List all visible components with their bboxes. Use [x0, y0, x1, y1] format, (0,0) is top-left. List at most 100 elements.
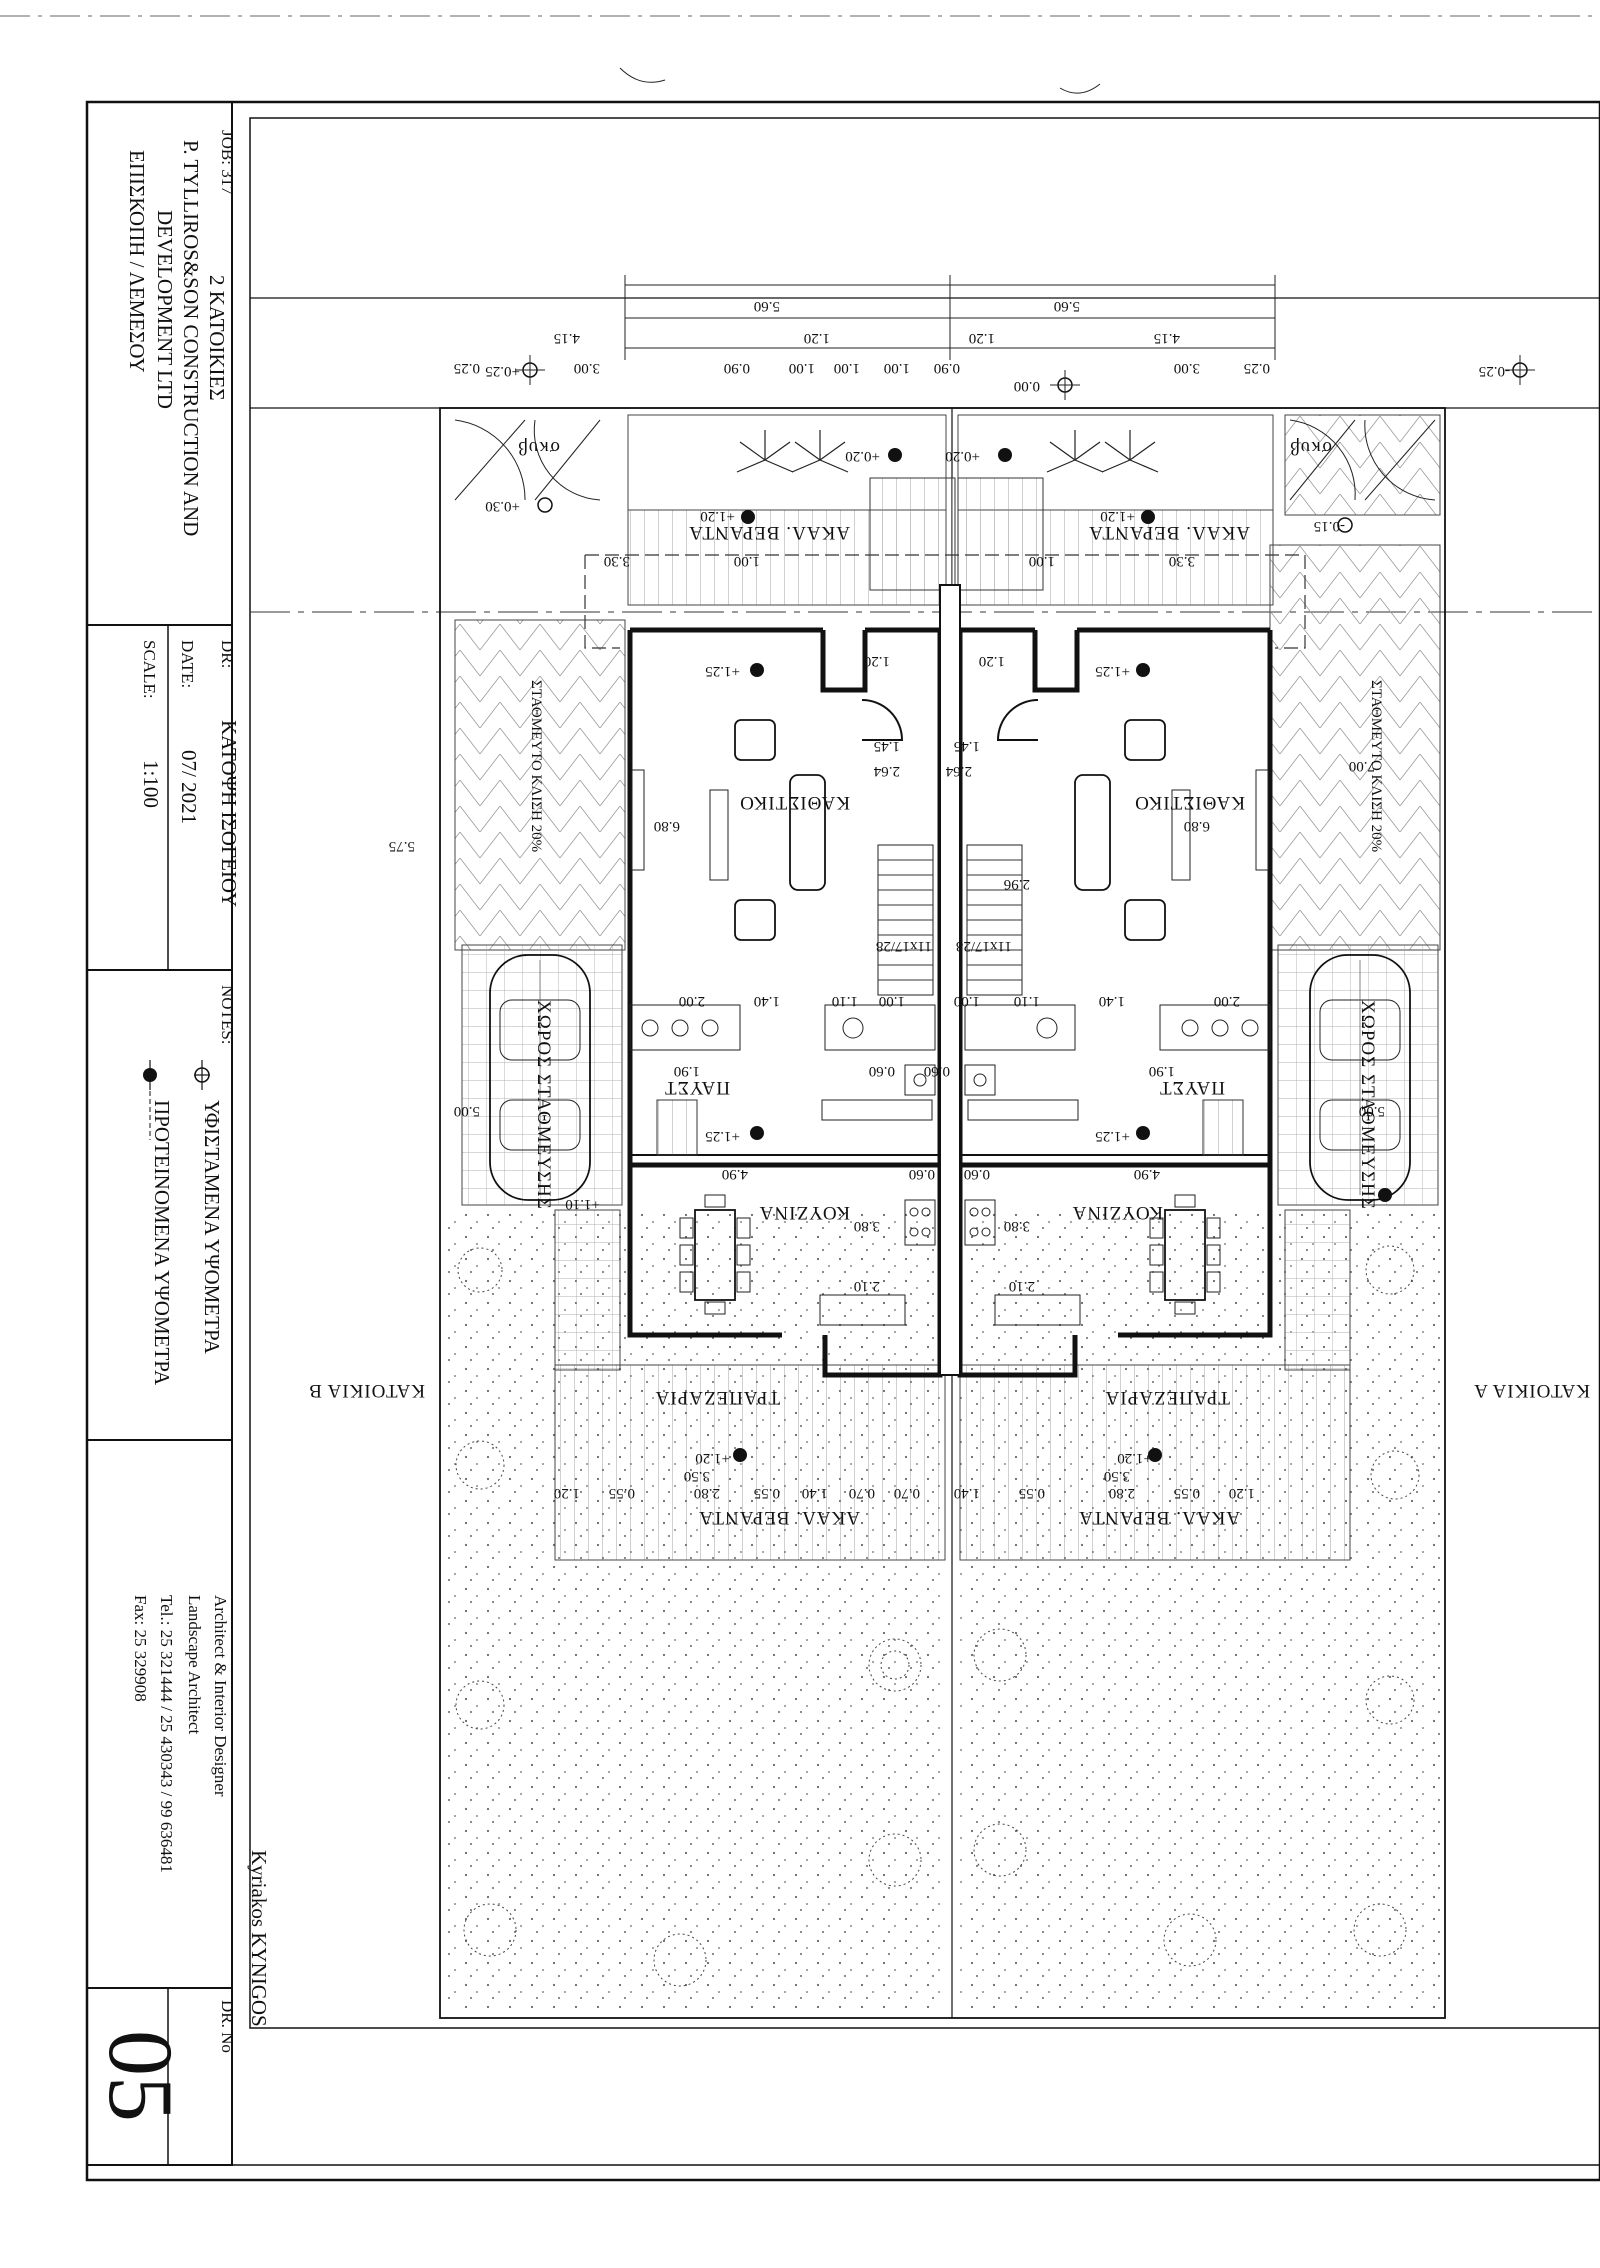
dim-label: 1.00: [1029, 553, 1055, 569]
svg-text:ΧΩΡΟΣ ΣΤΑΘΜΕΥΣΗΣ: ΧΩΡΟΣ ΣΤΑΘΜΕΥΣΗΣ: [533, 1000, 554, 1210]
svg-text:ΣΤΑΘΜΕΥΤΟ ΚΛΙΣΗ 20%: ΣΤΑΘΜΕΥΤΟ ΚΛΙΣΗ 20%: [528, 680, 544, 852]
stair-label: 11x17/28: [956, 938, 1012, 954]
svg-text:ΧΩΡΟΣ ΣΤΑΘΜΕΥΣΗΣ: ΧΩΡΟΣ ΣΤΑΘΜΕΥΣΗΣ: [1357, 1000, 1378, 1210]
dim-label: 4.90: [722, 1166, 748, 1182]
parking-cover-label-b: ΣΤΑΘΜΕΥΤΟ ΚΛΙΣΗ 20%: [1368, 680, 1384, 852]
scale-label: SCALE:: [140, 640, 159, 699]
house-b-label: ΚΑΤΟΙΚΙΑ Β: [308, 1380, 425, 1401]
level-marker-icon: [515, 355, 1535, 1462]
parking-label-a: ΧΩΡΟΣ ΣΤΑΘΜΕΥΣΗΣ: [533, 1000, 554, 1210]
dim-label: 0.60: [964, 1166, 990, 1182]
dim-label: 1.45: [874, 738, 900, 754]
architect-role-2: Landscape Architect: [185, 1595, 204, 1735]
svg-text:ΣΤΑΘΜΕΥΤΟ ΚΛΙΣΗ 20%: ΣΤΑΘΜΕΥΤΟ ΚΛΙΣΗ 20%: [1368, 680, 1384, 852]
dim-label: 1.20: [804, 330, 830, 346]
dim-label: 6.80: [654, 818, 680, 834]
dim-label: 1.00: [884, 360, 910, 376]
dining-label: ΤΡΑΠΕΖΑΡΙΑ: [655, 1387, 780, 1408]
dim-label: 7.00: [1349, 758, 1375, 774]
dim-label: 2.10: [854, 1278, 880, 1294]
dining-label: ΤΡΑΠΕΖΑΡΙΑ: [1105, 1387, 1230, 1408]
dim-label: 0.60: [909, 1166, 935, 1182]
dim-label: 4.15: [554, 330, 580, 346]
wc-label: ΠΑΥΣΤ: [1159, 1077, 1225, 1098]
dim-label: 2.00: [679, 993, 705, 1009]
dim-label: 1.90: [674, 1063, 700, 1079]
drawing-number: 05: [90, 2030, 192, 2122]
dim-label: 3.30: [1169, 553, 1195, 569]
dim-label: 1.40: [954, 1485, 980, 1501]
dim-label: 5.00: [454, 1103, 480, 1119]
shrub-label: σκυβ: [517, 437, 560, 458]
note-proposed-levels: ΠΡΟΤΕΙΝΟΜΕΝΑ ΥΨΟΜΕΤΡΑ: [150, 1100, 174, 1386]
dim-label: 2.64: [873, 763, 900, 779]
dim-label: 2.10: [1009, 1278, 1035, 1294]
parking-label-b: ΧΩΡΟΣ ΣΤΑΘΜΕΥΣΗΣ: [1357, 1000, 1378, 1210]
dim-label: 0.90: [724, 360, 750, 376]
veranda-label: ΑΚΑΛ. ΒΕΡΑΝΤΑ: [1078, 1507, 1240, 1528]
dim-label: 0.60: [869, 1063, 895, 1079]
architect-tel: Tel.: 25 321444 / 25 430343 / 99 636481: [157, 1595, 176, 1873]
dim-label: 1.20: [1229, 1485, 1255, 1501]
architect-fax: Fax: 25 329908: [131, 1595, 150, 1702]
dim-label: 0.90: [934, 360, 960, 376]
dim-label: 6.80: [1184, 818, 1210, 834]
dim-label: 3.30: [604, 553, 630, 569]
drawing-date: 07/ 2021: [177, 750, 201, 824]
legend-existing-level-icon: [194, 1060, 210, 1090]
dim-label: 1.20: [864, 653, 890, 669]
dim-label: 1.40: [754, 993, 780, 1009]
dim-label: 1.20: [554, 1485, 580, 1501]
architect-role-1: Architect & Interior Designer: [211, 1595, 230, 1797]
level-label: +1.20: [695, 1450, 730, 1466]
veranda-label: ΑΚΑΛ. ΒΕΡΑΝΤΑ: [698, 1507, 860, 1528]
dim-label: 1.00: [834, 360, 860, 376]
shrub-label: σκυβ: [1289, 437, 1332, 458]
dim-label: 5.60: [1054, 298, 1080, 314]
dim-label: 1.40: [1099, 993, 1125, 1009]
parking-cover-label-a: ΣΤΑΘΜΕΥΤΟ ΚΛΙΣΗ 20%: [528, 680, 544, 852]
date-label: DATE:: [178, 640, 197, 688]
project-location: ΕΠΙΣΚΟΠΗ / ΛΕΜΕΣΟΥ: [125, 150, 149, 373]
dim-label: 5.75: [389, 838, 415, 854]
stair-label: 11x17/28: [876, 938, 932, 954]
dimension-lines: [624, 275, 1276, 360]
client-line-2: DEVELOPMENT LTD: [153, 210, 177, 409]
dim-label: 1.00: [954, 993, 980, 1009]
shrub-cluster: [455, 1245, 1420, 1987]
legend-proposed-level-icon: [143, 1060, 157, 1140]
living-room-label: ΚΑΘΙΣΤΙΚΟ: [1134, 792, 1245, 813]
dim-label: 5.00: [1359, 1103, 1385, 1119]
dim-label: 2.64: [945, 763, 972, 779]
dim-label: 1.20: [979, 653, 1005, 669]
dim-label: 3.50: [684, 1468, 710, 1484]
level-label: +0.20: [945, 448, 980, 464]
dim-label: 0.60: [924, 1063, 950, 1079]
dim-label: 1.90: [1149, 1063, 1175, 1079]
car-icon: [489, 954, 591, 1201]
job-number: JOB: 317: [218, 130, 237, 195]
level-label: +1.20: [700, 508, 735, 524]
dim-label: 3.50: [1104, 1468, 1130, 1484]
dim-label: 3.80: [854, 1218, 880, 1234]
level-label: 0.00: [1014, 378, 1040, 394]
note-existing-levels: ΥΦΙΣΤΑΜΕΝΑ ΥΨΟΜΕΤΡΑ: [200, 1100, 224, 1355]
dim-label: 0.70: [894, 1485, 920, 1501]
car-icon: [1309, 954, 1411, 1201]
dim-label: 0.55: [1019, 1485, 1045, 1501]
notes-label: NOTES:: [218, 985, 237, 1045]
dim-label: 1.00: [879, 993, 905, 1009]
dim-label: 4.15: [1154, 330, 1180, 346]
gate-swing: [454, 419, 1436, 501]
dim-label: 4.90: [1134, 1166, 1160, 1182]
level-label: +1.20: [1100, 508, 1135, 524]
veranda-label: ΑΚΑΛ. ΒΕΡΑΝΤΑ: [688, 522, 850, 543]
level-label: +1.25: [705, 1128, 740, 1144]
dim-label: 3.00: [1174, 360, 1200, 376]
dim-label: 2.00: [1214, 993, 1240, 1009]
dim-label: 0.55: [754, 1485, 780, 1501]
dim-label: 1.40: [802, 1485, 828, 1501]
level-label: +1.20: [1117, 1450, 1152, 1466]
dim-label: 2.80: [694, 1485, 720, 1501]
